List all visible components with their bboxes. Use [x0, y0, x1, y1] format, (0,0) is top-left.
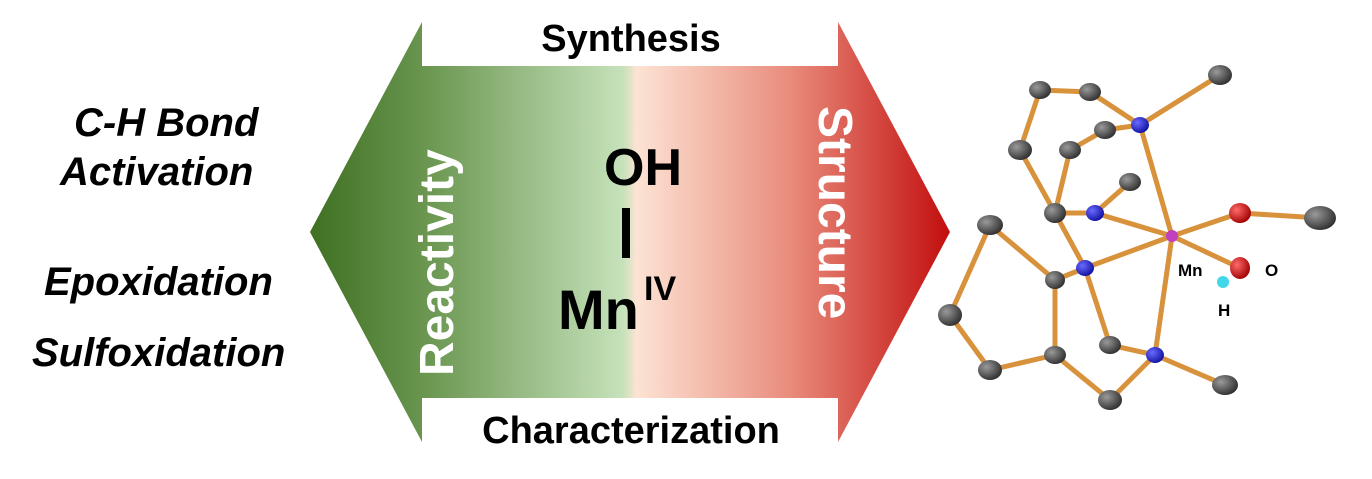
formula-oh: OH	[604, 139, 682, 197]
oxygen-atoms	[1229, 203, 1251, 279]
formula-bond	[622, 208, 630, 258]
structure-label: Structure	[808, 106, 861, 320]
gradient-hexagon	[310, 22, 950, 442]
characterization-label: Characterization	[482, 410, 780, 452]
formula-oxidation-state: IV	[644, 270, 677, 308]
top-label-box	[422, 22, 838, 66]
sulfoxidation-label: Sulfoxidation	[32, 331, 286, 375]
manganese-atom	[1166, 230, 1178, 242]
nitrogen-atoms	[1076, 117, 1164, 363]
formula-mn: Mn	[558, 278, 639, 341]
ch-bond-label-line1: C-H Bond	[74, 101, 259, 145]
mn-atom-label: Mn	[1178, 261, 1203, 280]
carbon-atoms	[938, 65, 1336, 410]
h-atom-label: H	[1218, 301, 1231, 320]
hexagon-shape	[310, 22, 950, 442]
reactivity-label: Reactivity	[411, 149, 464, 376]
epoxidation-label: Epoxidation	[44, 260, 273, 304]
hydrogen-atom	[1217, 276, 1229, 288]
bottom-label-box	[422, 398, 838, 442]
molecule-structure	[938, 65, 1336, 410]
ch-bond-label-line2: Activation	[60, 150, 254, 194]
o-atom-label: O	[1265, 261, 1279, 280]
synthesis-label: Synthesis	[541, 18, 721, 60]
